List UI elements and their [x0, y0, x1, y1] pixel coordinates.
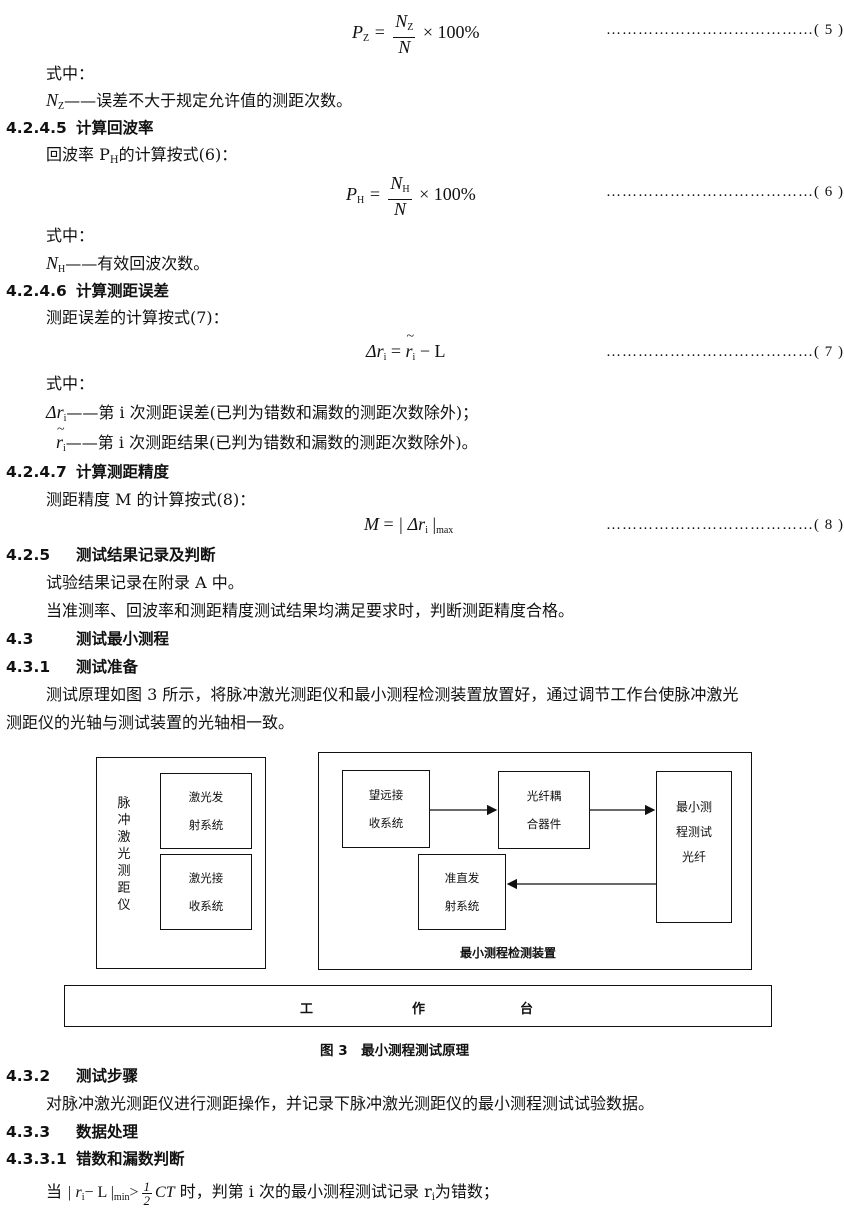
definition-nh: NH——有效回波次数。: [46, 253, 210, 275]
laser-receiver-label: 激光接收系统: [188, 871, 224, 913]
worktable-box: [64, 985, 772, 1027]
device-label: 最小测程检测装置: [460, 946, 557, 960]
paragraph-huibo: 回波率 PH的计算按式(6)：: [46, 145, 238, 166]
definition-nz: NZ——误差不大于规定允许值的测距次数。: [46, 90, 353, 112]
laser-transmitter-label: 激光发射系统: [188, 790, 224, 832]
figure-caption: 图 3 最小测程测试原理: [320, 1043, 470, 1059]
equation-8-leader: …………………………………( 8 ): [606, 517, 844, 533]
definition-r: ri——第 i 次测距结果(已判为错数和漏数的测距次数除外)。: [56, 420, 478, 459]
paragraph-buzhou: 对脉冲激光测距仪进行测距操作，并记录下脉冲激光测距仪的最小测程测试试验数据。: [46, 1094, 655, 1113]
paragraph-yuanli-line2: 测距仪的光轴与测试装置的光轴相一致。: [6, 713, 295, 732]
min-range-device-box: [318, 752, 752, 970]
equation-6-leader: …………………………………( 6 ): [606, 184, 844, 200]
telescope-receiver-box: [342, 770, 430, 848]
worktable-char-3: 台: [520, 1002, 534, 1017]
laser-transmitter-box: [160, 773, 252, 849]
equation-7: Δri = ri − L: [366, 329, 445, 363]
equation-5-leader: …………………………………( 5 ): [606, 22, 844, 38]
collimator-label: 准直发射系统: [444, 871, 480, 913]
paragraph-hege: 当准测率、回波率和测距精度测试结果均满足要求时，判断测距精度合格。: [46, 601, 575, 620]
test-fiber-box: [656, 771, 732, 923]
rangefinder-label: 脉冲激光测距仪: [117, 796, 131, 913]
laser-receiver-box: [160, 854, 252, 930]
paragraph-jingdu: 测距精度 M 的计算按式(8)：: [46, 490, 256, 509]
worktable-char-2: 作: [412, 1002, 426, 1017]
worktable-char-1: 工: [300, 1002, 314, 1017]
where-label: 式中：: [46, 64, 95, 83]
collimator-box: [418, 854, 506, 930]
definition-delta-r: Δri——第 i 次测距误差(已判为错数和漏数的测距次数除外)；: [46, 402, 479, 424]
paragraph-jilu: 试验结果记录在附录 A 中。: [46, 573, 244, 592]
where-label: 式中：: [46, 374, 95, 393]
equation-8: M = | Δri |max: [364, 514, 454, 536]
equation-7-leader: …………………………………( 7 ): [606, 344, 844, 360]
test-fiber-label: 最小测程测试光纤: [676, 800, 713, 864]
fiber-coupler-box: [498, 771, 590, 849]
rangefinder-box: [96, 757, 266, 969]
where-label: 式中：: [46, 226, 95, 245]
fiber-coupler-label: 光纤耦合器件: [526, 789, 562, 831]
paragraph-yuanli-line1: 测试原理如图 3 所示，将脉冲激光测距仪和最小测程检测装置放置好，通过调节工作台…: [46, 685, 739, 704]
paragraph-wucha: 测距误差的计算按式(7)：: [46, 308, 229, 327]
telescope-receiver-label: 望远接收系统: [368, 788, 404, 830]
